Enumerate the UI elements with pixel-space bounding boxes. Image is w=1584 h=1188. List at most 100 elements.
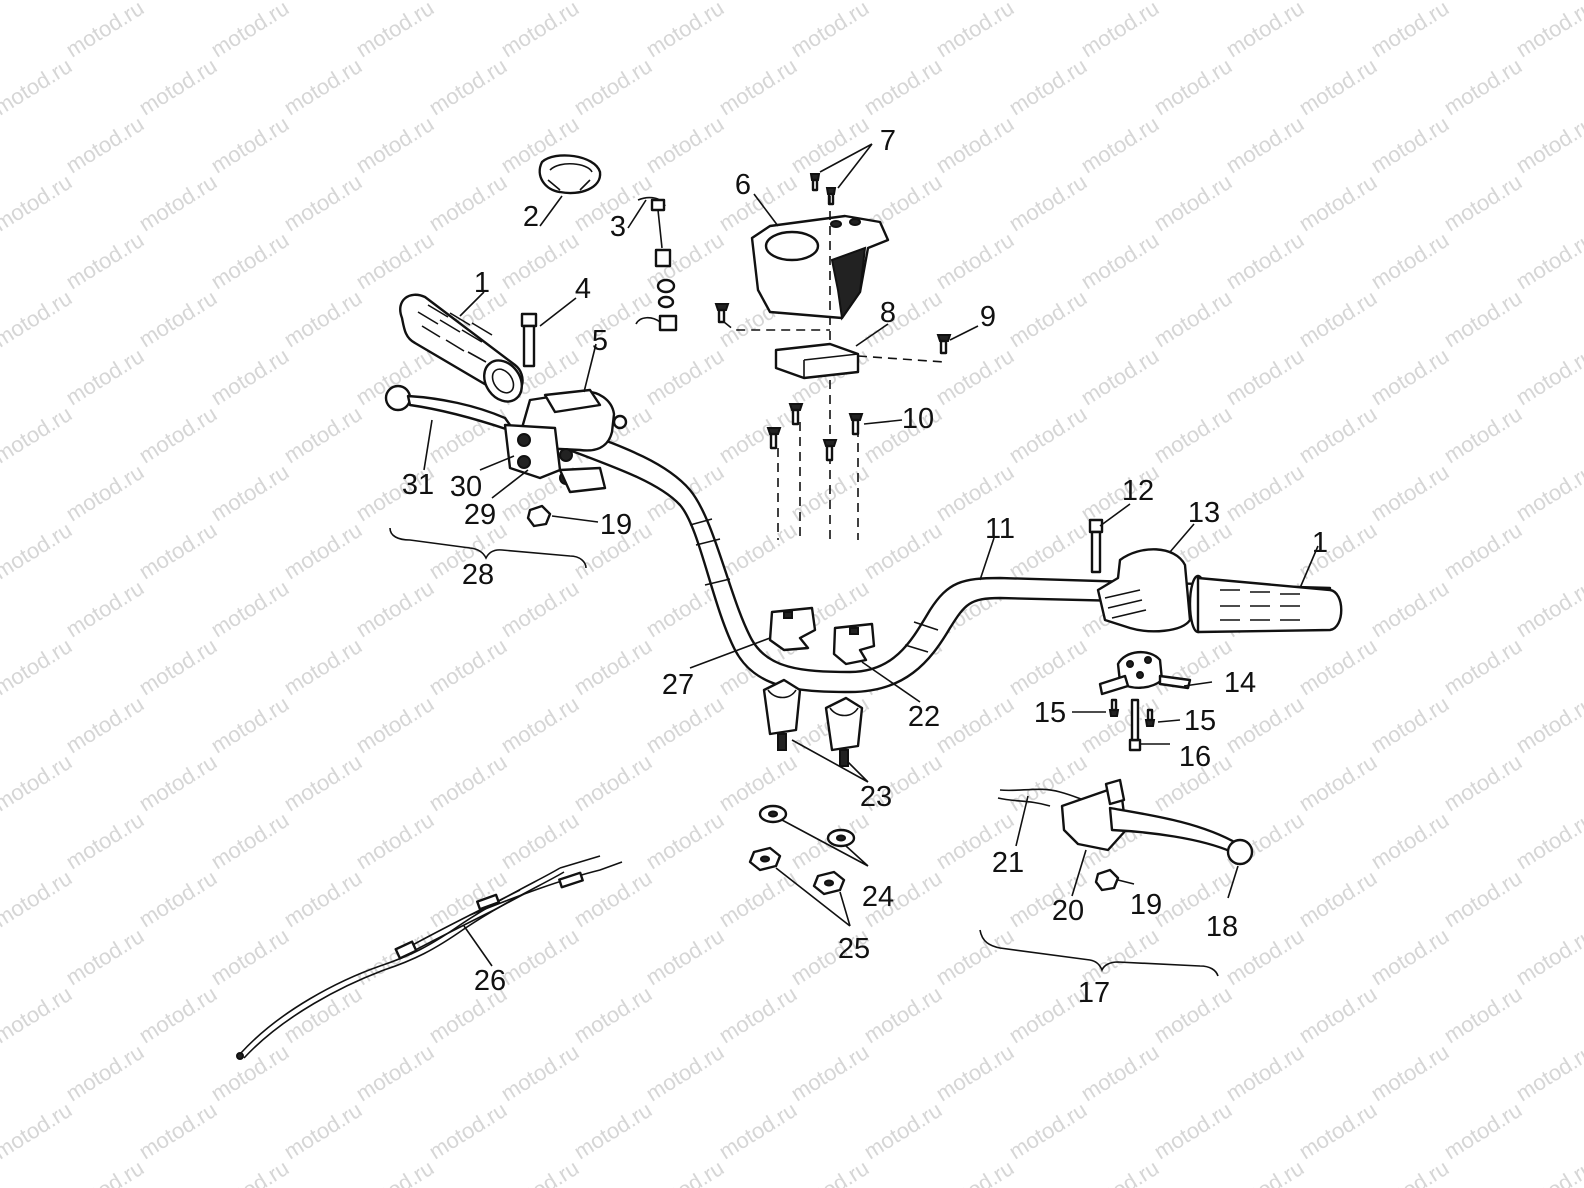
- watermark-text: motod.ru: [61, 1039, 148, 1106]
- watermark-text: motod.ru: [134, 53, 221, 120]
- callout-25: 25: [838, 933, 870, 965]
- watermark-text: motod.ru: [1294, 53, 1381, 120]
- watermark-text: motod.ru: [641, 923, 728, 990]
- watermark-text: motod.ru: [496, 691, 583, 758]
- watermark-text: motod.ru: [351, 1155, 438, 1188]
- watermark-text: motod.ru: [1511, 807, 1584, 874]
- watermark-text: motod.ru: [61, 807, 148, 874]
- watermark-text: motod.ru: [351, 227, 438, 294]
- watermark-text: motod.ru: [1511, 343, 1584, 410]
- watermark-text: motod.ru: [786, 111, 873, 178]
- callout-18: 18: [1206, 911, 1238, 943]
- watermark-text: motod.ru: [1004, 0, 1091, 4]
- callout-29: 29: [464, 499, 496, 531]
- watermark-text: motod.ru: [569, 633, 656, 700]
- watermark-text: motod.ru: [0, 53, 76, 120]
- watermark-text: motod.ru: [1076, 343, 1163, 410]
- watermark-text: motod.ru: [496, 575, 583, 642]
- callout-20: 20: [1052, 895, 1084, 927]
- watermark-text: motod.ru: [1221, 227, 1308, 294]
- left-master-cylinder: [503, 388, 628, 494]
- watermark-text: motod.ru: [1366, 343, 1453, 410]
- watermark-text: motod.ru: [279, 865, 366, 932]
- watermark-text: motod.ru: [206, 923, 293, 990]
- watermark-text: motod.ru: [1366, 227, 1453, 294]
- watermark-text: motod.ru: [279, 517, 366, 584]
- callout-24: 24: [862, 881, 894, 913]
- callout-17: 17: [1078, 977, 1110, 1009]
- left-lever: [384, 384, 517, 434]
- watermark-text: motod.ru: [134, 1097, 221, 1164]
- watermark-text: motod.ru: [351, 807, 438, 874]
- watermark-text: motod.ru: [1439, 1097, 1526, 1164]
- watermark-text: motod.ru: [1221, 691, 1308, 758]
- watermark-text: motod.ru: [1004, 285, 1091, 352]
- watermark-text: motod.ru: [61, 343, 148, 410]
- callout-5: 5: [592, 325, 608, 357]
- callout-26: 26: [474, 965, 506, 997]
- watermark-text: motod.ru: [1221, 459, 1308, 526]
- watermark-text: motod.ru: [1439, 865, 1526, 932]
- watermark-text: motod.ru: [714, 981, 801, 1048]
- watermark-text: motod.ru: [714, 865, 801, 932]
- watermark-text: motod.ru: [859, 285, 946, 352]
- callout-14: 14: [1224, 667, 1256, 699]
- watermark-text: motod.ru: [1511, 1039, 1584, 1106]
- watermark-text: motod.ru: [1511, 459, 1584, 526]
- watermark-text: motod.ru: [1366, 1039, 1453, 1106]
- watermark-text: motod.ru: [641, 343, 728, 410]
- watermark-text: motod.ru: [424, 169, 511, 236]
- throttle-lever: [1098, 651, 1192, 752]
- watermark-text: motod.ru: [641, 807, 728, 874]
- watermark-text: motod.ru: [206, 691, 293, 758]
- screws-9: [714, 303, 952, 355]
- callout-23: 23: [860, 781, 892, 813]
- watermark-text: motod.ru: [61, 691, 148, 758]
- watermark-text: motod.ru: [931, 923, 1018, 990]
- callout-19-left: 19: [600, 509, 632, 541]
- watermark-text: motod.ru: [0, 1039, 3, 1106]
- watermark-text: motod.ru: [496, 227, 583, 294]
- watermark-text: motod.ru: [1366, 459, 1453, 526]
- left-nut-19: [526, 504, 552, 528]
- watermark-text: motod.ru: [1294, 865, 1381, 932]
- watermark-text: motod.ru: [0, 0, 76, 4]
- watermark-text: motod.ru: [1439, 981, 1526, 1048]
- callout-12: 12: [1122, 475, 1154, 507]
- callout-15-right: 15: [1184, 705, 1216, 737]
- watermark-text: motod.ru: [931, 1155, 1018, 1188]
- watermark-text: motod.ru: [61, 1155, 148, 1188]
- watermark-text: motod.ru: [424, 1097, 511, 1164]
- throttle-cable: [236, 855, 623, 1060]
- watermark-text: motod.ru: [206, 0, 293, 62]
- watermark-text: motod.ru: [641, 691, 728, 758]
- watermark-text: motod.ru: [496, 923, 583, 990]
- watermark-text: motod.ru: [786, 1039, 873, 1106]
- watermark-text: motod.ru: [1294, 633, 1381, 700]
- watermark-text: motod.ru: [931, 0, 1018, 62]
- watermark-text: motod.ru: [859, 1097, 946, 1164]
- watermark-text: motod.ru: [714, 0, 801, 4]
- watermark-text: motod.ru: [0, 227, 3, 294]
- watermark-text: motod.ru: [279, 1097, 366, 1164]
- watermark-text: motod.ru: [714, 749, 801, 816]
- watermark-text: motod.ru: [351, 111, 438, 178]
- watermark-text: motod.ru: [0, 691, 3, 758]
- screws-7: [809, 173, 837, 206]
- callout-1-right: 1: [1312, 527, 1328, 559]
- watermark-text: motod.ru: [1149, 285, 1236, 352]
- watermark-text: motod.ru: [61, 227, 148, 294]
- watermark-text: motod.ru: [1511, 227, 1584, 294]
- watermark-text: motod.ru: [279, 285, 366, 352]
- watermark-text: motod.ru: [206, 575, 293, 642]
- kill-switch: [635, 196, 678, 332]
- watermark-text: motod.ru: [1149, 0, 1236, 4]
- callout-3: 3: [610, 211, 626, 243]
- watermark-text: motod.ru: [1149, 981, 1236, 1048]
- watermark-text: motod.ru: [859, 0, 946, 4]
- watermark-text: motod.ru: [0, 111, 3, 178]
- watermark-text: motod.ru: [424, 53, 511, 120]
- throttle-housing: [1088, 518, 1192, 633]
- watermark-text: motod.ru: [714, 1097, 801, 1164]
- watermark-text: motod.ru: [351, 691, 438, 758]
